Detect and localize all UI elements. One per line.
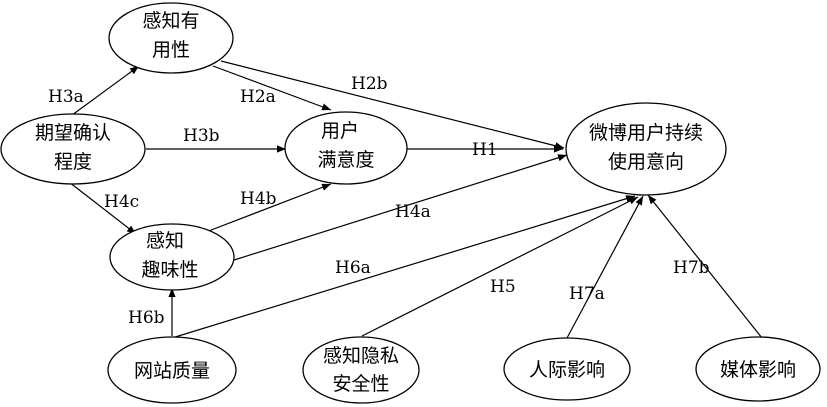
edge-h4a [230, 154, 568, 262]
edge-h6a [171, 195, 636, 339]
svg-text:趣味性: 趣味性 [141, 259, 198, 281]
node-continuance-intention: 微博用户持续 使用意向 [565, 102, 727, 196]
svg-text:媒体影响: 媒体影响 [720, 359, 796, 381]
node-privacy-security: 感知隐私 安全性 [302, 336, 420, 404]
edge-label-h7a: H7a [569, 284, 605, 304]
node-perceived-enjoyment: 感知 趣味性 [109, 223, 235, 291]
edge-label-h7b: H7b [673, 258, 710, 278]
edge-label-h5: H5 [490, 277, 516, 297]
edge-label-h4c: H4c [104, 192, 139, 212]
node-expectation-confirmation: 期望确认 程度 [0, 113, 146, 185]
svg-text:感知有: 感知有 [142, 10, 199, 32]
edge-h2b [220, 60, 565, 150]
edge-label-h1: H1 [472, 140, 498, 160]
edge-label-h4a: H4a [395, 202, 431, 222]
node-perceived-usefulness: 感知有 用性 [108, 2, 234, 74]
edge-h3a [67, 65, 140, 119]
edge-h7a [566, 195, 644, 339]
edge-label-h4b: H4b [240, 189, 277, 209]
svg-text:感知隐私: 感知隐私 [323, 345, 399, 367]
edge-label-h2a: H2a [240, 87, 276, 107]
edge-h5 [361, 196, 639, 337]
edge-label-h6a: H6a [335, 258, 371, 278]
edge-label-h3b: H3b [183, 126, 220, 146]
svg-text:期望确认: 期望确认 [35, 122, 111, 144]
svg-text:程度: 程度 [54, 151, 92, 173]
edge-h4c [68, 181, 137, 235]
node-user-satisfaction: 用户 满意度 [284, 111, 408, 185]
edge-label-h2b: H2b [351, 74, 388, 94]
svg-text:使用意向: 使用意向 [608, 151, 684, 173]
svg-text:网站质量: 网站质量 [134, 360, 210, 382]
svg-text:人际影响: 人际影响 [529, 359, 605, 381]
svg-text:安全性: 安全性 [332, 373, 389, 395]
svg-text:满意度: 满意度 [317, 149, 374, 171]
edge-h4b [205, 183, 332, 233]
edge-h7b [647, 194, 763, 339]
edge-label-h3a: H3a [48, 87, 84, 107]
node-website-quality: 网站质量 [107, 336, 237, 404]
node-interpersonal-influence: 人际影响 [503, 337, 631, 401]
edge-label-h6b: H6b [128, 308, 165, 328]
node-media-influence: 媒体影响 [695, 336, 821, 402]
svg-text:用性: 用性 [152, 39, 190, 61]
svg-text:微博用户持续: 微博用户持续 [589, 122, 703, 144]
svg-text:感知: 感知 [146, 230, 184, 252]
edge-h2a [212, 65, 332, 111]
svg-text:用户: 用户 [321, 120, 359, 142]
